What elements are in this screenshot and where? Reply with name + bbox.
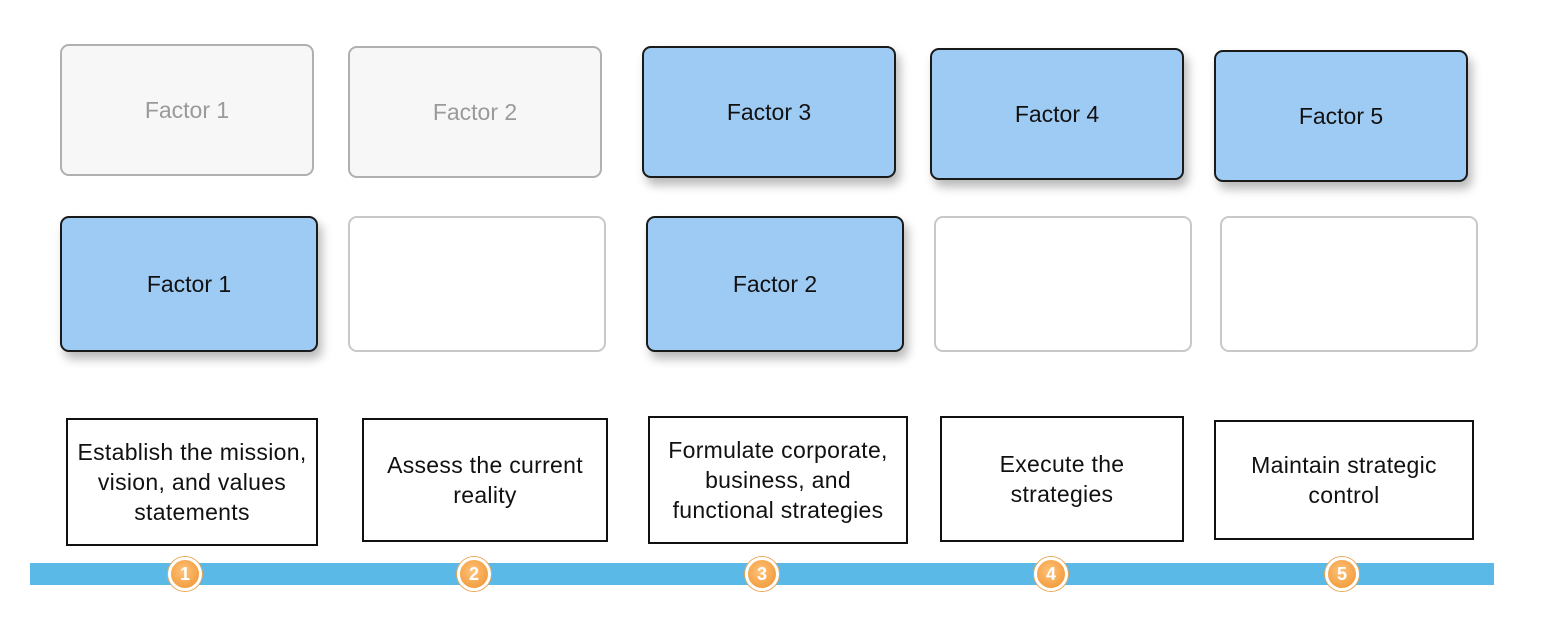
step-2-label-box: Assess the current reality — [362, 418, 608, 542]
tray-factor-5-card[interactable]: Factor 5 — [1214, 50, 1468, 182]
step-2-label: Assess the current reality — [387, 452, 583, 508]
step-marker-4: 4 — [1034, 557, 1068, 591]
tray-factor-3-card[interactable]: Factor 3 — [642, 46, 896, 178]
step-4-label: Execute the strategies — [999, 451, 1125, 507]
slot-3-placed-card[interactable]: Factor 2 — [646, 216, 904, 352]
slot-3-card-label: Factor 2 — [732, 270, 818, 297]
step-marker-5-number: 5 — [1336, 563, 1347, 584]
step-marker-3-number: 3 — [756, 563, 767, 584]
slot-1-card-label: Factor 1 — [146, 270, 232, 297]
step-marker-2: 2 — [457, 557, 491, 591]
tray-factor-3-label: Factor 3 — [726, 98, 812, 125]
step-4-label-box: Execute the strategies — [940, 416, 1184, 542]
step-marker-1-number: 1 — [179, 563, 190, 584]
tray-factor-2-ghost: Factor 2 — [348, 46, 602, 178]
slot-1-placed-card[interactable]: Factor 1 — [60, 216, 318, 352]
step-marker-2-number: 2 — [468, 563, 479, 584]
tray-factor-2-label: Factor 2 — [432, 98, 518, 125]
step-3-label: Formulate corporate, business, and funct… — [668, 437, 888, 523]
slot-4-empty[interactable] — [934, 216, 1192, 352]
step-marker-3: 3 — [745, 557, 779, 591]
tray-factor-4-label: Factor 4 — [1014, 100, 1100, 127]
step-marker-5: 5 — [1325, 557, 1359, 591]
step-1-label-box: Establish the mission, vision, and value… — [66, 418, 318, 546]
step-marker-1: 1 — [168, 557, 202, 591]
step-marker-4-number: 4 — [1045, 563, 1056, 584]
tray-factor-4-card[interactable]: Factor 4 — [930, 48, 1184, 180]
slot-2-empty[interactable] — [348, 216, 606, 352]
step-1-label: Establish the mission, vision, and value… — [77, 439, 307, 525]
step-3-label-box: Formulate corporate, business, and funct… — [648, 416, 908, 544]
tray-factor-1-ghost: Factor 1 — [60, 44, 314, 176]
step-5-label-box: Maintain strategic control — [1214, 420, 1474, 540]
step-5-label: Maintain strategic control — [1251, 452, 1437, 508]
tray-factor-5-label: Factor 5 — [1298, 102, 1384, 129]
slot-5-empty[interactable] — [1220, 216, 1478, 352]
tray-factor-1-label: Factor 1 — [144, 96, 230, 123]
